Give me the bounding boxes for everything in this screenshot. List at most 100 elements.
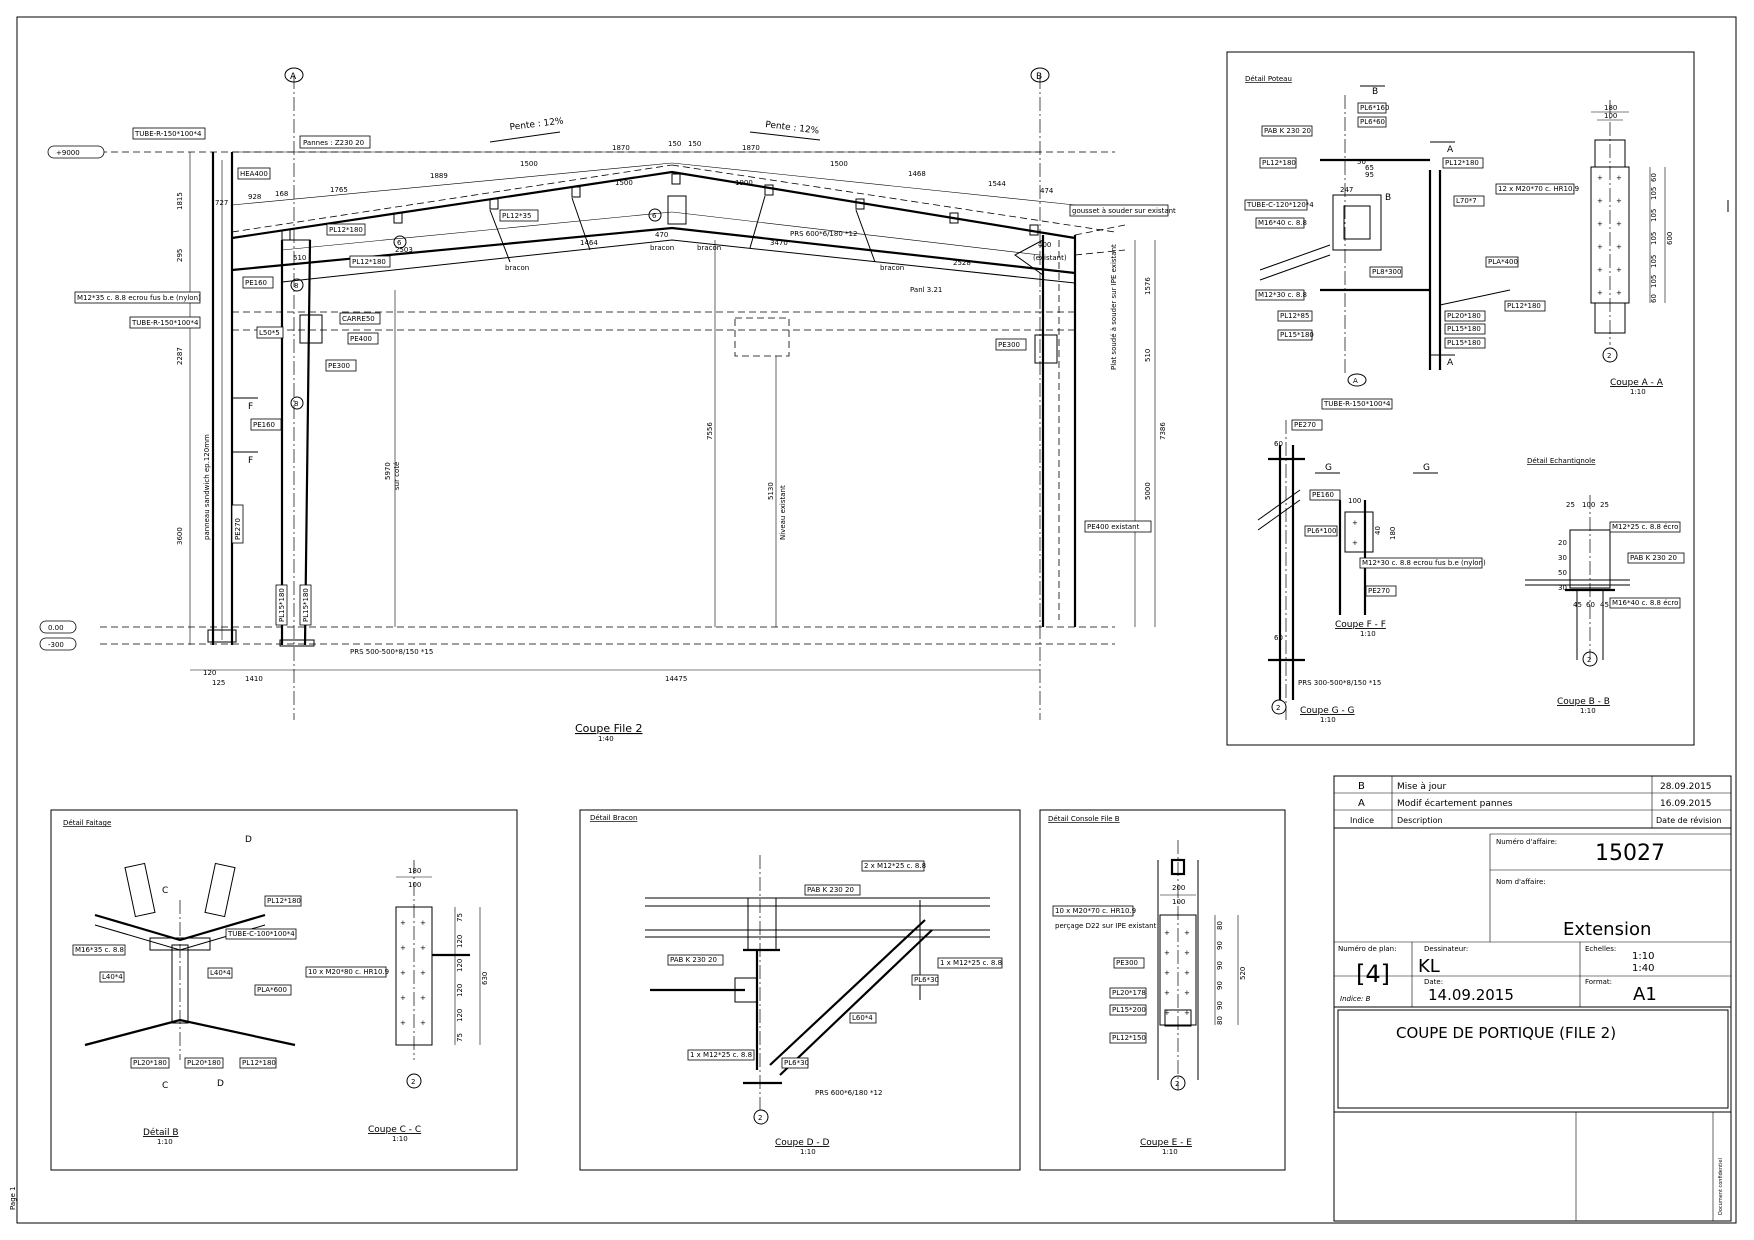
bolt-icon: + (420, 944, 426, 952)
echant-dim: 30 (1558, 554, 1567, 562)
section-mark: B (1385, 193, 1391, 203)
dim-upper: 1468 (908, 170, 926, 178)
aa-marker: 2 (1607, 352, 1611, 360)
label-hea: HEA400 (240, 170, 268, 178)
label-tag (1444, 337, 1486, 349)
nom-value: Extension (1563, 919, 1651, 940)
console-label: 10 x M20*70 c. HR10.9 (1055, 907, 1136, 915)
cc-scale: 1:10 (392, 1135, 408, 1143)
echant-label: M16*40 c. 8.8 écro (1612, 599, 1678, 607)
faitage-label: L40*4 (102, 973, 123, 981)
aa-dim-right: 105 (1650, 187, 1658, 200)
cc-marker: 2 (411, 1078, 415, 1086)
title-block: B Mise à jour 28.09.2015 A Modif écartem… (1333, 775, 1732, 1222)
label-plat: Plat soudé à souder sur IPE existant (1110, 244, 1118, 370)
label-bracon: bracon (697, 244, 721, 252)
existing-roof-ext2 (1074, 249, 1126, 256)
label-tag (129, 316, 201, 329)
dess-value: KL (1418, 956, 1440, 977)
bolt-icon: + (1352, 539, 1358, 547)
poteau-label: PL12*180 (1445, 159, 1479, 167)
faitage-label: TUBE-C-100*100*4 (227, 930, 295, 938)
ridge-joint (667, 195, 687, 225)
purlin (489, 198, 499, 210)
console-label: PL20*178 (1112, 989, 1146, 997)
gg-title: Coupe G - G (1300, 706, 1355, 716)
ee-marker: 2 (1175, 1080, 1179, 1088)
bracon-label: PAB K 230 20 (670, 956, 717, 964)
ff-label: PE270 (1368, 587, 1390, 595)
view-coupe-ff: G G + + 100 40 180 PE160 PL6*100 M12*30 … (1304, 463, 1486, 638)
roof-hatch (1439, 289, 1511, 306)
echant-title: Détail Echantignole (1527, 457, 1595, 465)
console-right (1034, 334, 1058, 364)
label-tag (1109, 987, 1147, 999)
label-tag (1321, 398, 1393, 410)
roof-hatch (1259, 254, 1331, 281)
label-prs1: PRS 500-500*8/150 *15 (350, 648, 433, 656)
dim-left: 1815 (176, 192, 184, 210)
label-tag (1369, 266, 1403, 278)
label-pe270: PE270 (234, 518, 242, 540)
label-tag (207, 967, 233, 979)
label-tag (250, 418, 282, 431)
existing-cleat (734, 977, 758, 1003)
aa-label: 12 x M20*70 c. HR10.9 (1498, 185, 1579, 193)
poteau-dim: 247 (1340, 186, 1353, 194)
bolt-icon: + (1352, 519, 1358, 527)
poteau-dim: 95 (1365, 171, 1374, 179)
purlin-left (124, 862, 156, 918)
label-panl: Panl 3.21 (910, 286, 942, 294)
bolt-icon: + (1597, 220, 1603, 228)
label-tag (256, 326, 284, 339)
faitage-label: M16*35 c. 8.8 (75, 946, 124, 954)
bolt-icon: + (1164, 989, 1170, 997)
main-view-title: Coupe File 2 (575, 722, 643, 735)
label-tag (849, 1012, 877, 1024)
aa-dim-top: 180 (1604, 104, 1617, 112)
slope-arrow-left (489, 131, 561, 143)
label-tag (1113, 957, 1145, 969)
label-tag (1084, 520, 1152, 533)
gg-label: PRS 300-500*8/150 *15 (1298, 679, 1381, 687)
label-tag (995, 338, 1027, 351)
level-text-9000: +9000 (56, 149, 80, 157)
echant-label: PAB K 230 20 (1630, 554, 1677, 562)
dim-bottom: 1410 (245, 675, 263, 683)
bracon-label: PL6*30 (784, 1059, 809, 1067)
label-tag (339, 312, 381, 325)
dim-top: 150 (688, 140, 701, 148)
dim-chain (671, 211, 1041, 256)
cleat (1344, 511, 1374, 553)
label-tag (1504, 300, 1546, 312)
poteau-label: TUBE-C-120*120*4 (1246, 201, 1314, 209)
purlin (281, 229, 291, 241)
label-tag (1304, 525, 1338, 537)
drawing-title-box (1337, 1009, 1729, 1109)
dim-left: 2287 (176, 347, 184, 365)
label-pl12-180: PL12*180 (352, 258, 386, 266)
poteau-label: PLA*400 (1488, 258, 1518, 266)
dim-right: 510 (1144, 349, 1152, 362)
plan-indice: Indice: B (1340, 995, 1371, 1003)
label-tag (804, 884, 861, 896)
level-text-0: 0.00 (48, 624, 64, 632)
label-tag (1495, 183, 1575, 195)
purlin (671, 173, 681, 185)
main-base-plate (279, 639, 315, 647)
console-dim-top: 100 (1172, 898, 1185, 906)
bracon-line (855, 209, 876, 263)
dim-upper: 1500 (615, 179, 633, 187)
faitage-label: PLA*600 (257, 986, 287, 994)
format-label: Format: (1585, 978, 1612, 986)
label-tag (1291, 419, 1323, 431)
label-tag (275, 584, 288, 626)
dim-small: 400 (1038, 241, 1051, 249)
bolt-icon: + (1597, 174, 1603, 182)
dess-label: Dessinateur: (1424, 945, 1468, 953)
cc-dim-top: 180 (408, 867, 421, 875)
console-dim-right: 90 (1216, 1001, 1224, 1010)
bolt-icon: + (1597, 266, 1603, 274)
affaire-label: Numéro d'affaire: (1496, 838, 1557, 846)
bracon-label: 2 x M12*25 c. 8.8 (864, 862, 926, 870)
